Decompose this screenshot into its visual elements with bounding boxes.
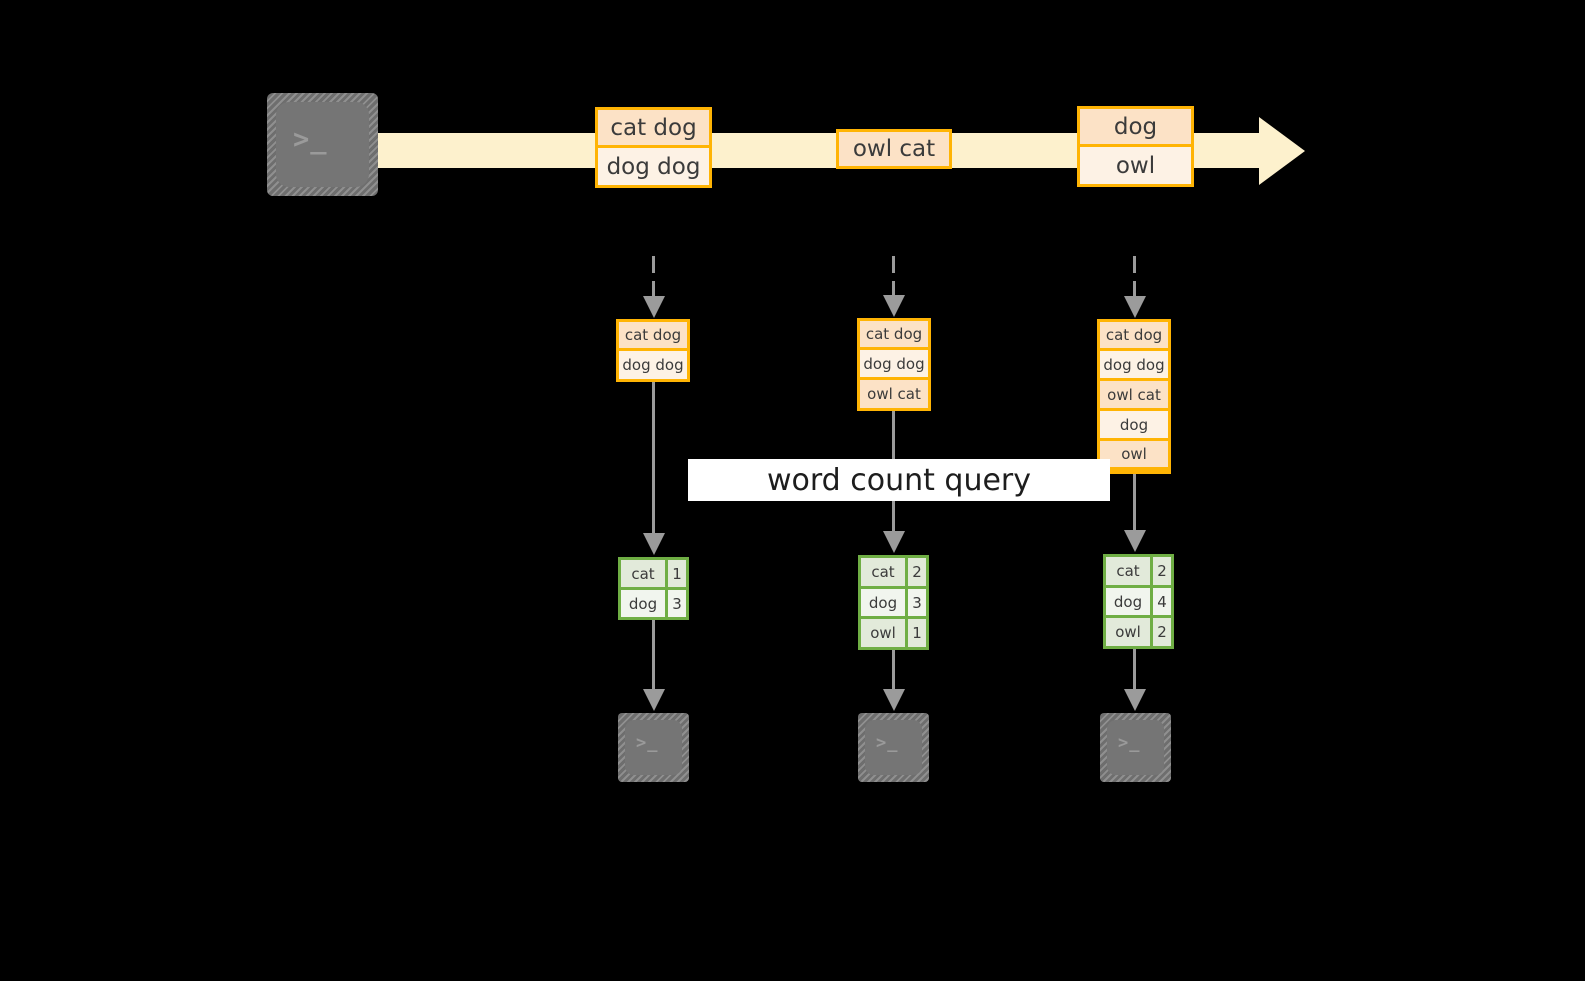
stream-to-snapshot-1-arrowhead — [643, 296, 665, 318]
result-word: owl — [1106, 618, 1150, 647]
stream-record-2[interactable]: owl cat — [836, 129, 952, 169]
result-row: cat 2 — [1106, 557, 1171, 585]
snapshot-row: owl cat — [860, 380, 928, 408]
result-count: 2 — [1153, 557, 1171, 585]
snapshot-row: cat dog — [1100, 322, 1168, 348]
terminal-prompt-glyph: >_ — [636, 733, 659, 753]
snapshot-1-table[interactable]: cat dog dog dog — [616, 319, 690, 382]
result-count: 2 — [1153, 618, 1171, 647]
stream-to-snapshot-2-arrowhead — [883, 295, 905, 317]
result-count: 1 — [668, 560, 686, 587]
sink-terminal-1-screen: >_ — [625, 720, 682, 775]
stream-to-snapshot-1-line — [652, 256, 655, 298]
query-label: word count query — [688, 459, 1110, 501]
snapshot-3-to-result-3-arrowhead — [1124, 530, 1146, 552]
snapshot-1-to-result-1-line — [652, 382, 655, 534]
result-3-to-sink-3-line — [1133, 649, 1136, 690]
result-word: owl — [861, 619, 905, 648]
snapshot-row: dog dog — [1100, 351, 1168, 378]
result-2-to-sink-2-arrowhead — [883, 689, 905, 711]
stream-arrowhead — [1259, 117, 1305, 185]
result-count: 4 — [1153, 587, 1171, 616]
terminal-prompt-glyph: >_ — [1118, 733, 1141, 753]
result-row: owl 2 — [1106, 618, 1171, 647]
result-word: cat — [621, 560, 665, 587]
result-count: 3 — [908, 588, 926, 617]
result-word: cat — [861, 558, 905, 586]
snapshot-row: owl — [1100, 441, 1168, 467]
result-word: dog — [1106, 587, 1150, 616]
snapshot-row: dog dog — [619, 351, 687, 379]
result-1-to-sink-1-line — [652, 620, 655, 690]
result-count: 3 — [668, 590, 686, 617]
result-3-table[interactable]: cat 2 dog 4 owl 2 — [1103, 554, 1174, 649]
snapshot-2-to-result-2-arrowhead — [883, 531, 905, 553]
source-terminal-icon[interactable]: >_ — [267, 93, 378, 196]
terminal-prompt-glyph: >_ — [293, 124, 328, 155]
result-2-to-sink-2-line — [892, 650, 895, 690]
snapshot-row: dog dog — [860, 350, 928, 377]
result-word: dog — [621, 590, 665, 617]
sink-terminal-2-screen: >_ — [865, 720, 922, 775]
snapshot-row: cat dog — [860, 321, 928, 347]
source-terminal-screen: >_ — [276, 102, 369, 187]
result-row: dog 4 — [1106, 587, 1171, 616]
result-row: dog 3 — [861, 588, 926, 617]
result-word: cat — [1106, 557, 1150, 585]
stream-record-line: dog dog — [598, 148, 709, 185]
snapshot-row: cat dog — [619, 322, 687, 348]
stream-record-line: owl cat — [839, 132, 949, 166]
stream-record-line: owl — [1080, 147, 1191, 184]
sink-terminal-2-icon[interactable]: >_ — [858, 713, 929, 782]
stream-record-1[interactable]: cat dog dog dog — [595, 107, 712, 188]
snapshot-3-table[interactable]: cat dog dog dog owl cat dog owl — [1097, 319, 1171, 474]
result-word: dog — [861, 588, 905, 617]
snapshot-1-to-result-1-arrowhead — [643, 533, 665, 555]
sink-terminal-3-icon[interactable]: >_ — [1100, 713, 1171, 782]
stream-to-snapshot-2-line — [892, 256, 895, 298]
result-3-to-sink-3-arrowhead — [1124, 689, 1146, 711]
sink-terminal-1-icon[interactable]: >_ — [618, 713, 689, 782]
snapshot-2-table[interactable]: cat dog dog dog owl cat — [857, 318, 931, 411]
result-row: dog 3 — [621, 590, 686, 617]
stream-record-line: dog — [1080, 109, 1191, 144]
terminal-prompt-glyph: >_ — [876, 733, 899, 753]
snapshot-row: owl cat — [1100, 381, 1168, 408]
result-1-to-sink-1-arrowhead — [643, 689, 665, 711]
result-row: cat 1 — [621, 560, 686, 587]
result-count: 2 — [908, 558, 926, 586]
stream-to-snapshot-3-line — [1133, 256, 1136, 298]
result-2-table[interactable]: cat 2 dog 3 owl 1 — [858, 555, 929, 650]
stream-record-3[interactable]: dog owl — [1077, 106, 1194, 187]
snapshot-3-to-result-3-line — [1133, 474, 1136, 532]
stream-to-snapshot-3-arrowhead — [1124, 296, 1146, 318]
sink-terminal-3-screen: >_ — [1107, 720, 1164, 775]
stream-record-line: cat dog — [598, 110, 709, 145]
result-1-table[interactable]: cat 1 dog 3 — [618, 557, 689, 620]
result-count: 1 — [908, 619, 926, 648]
snapshot-row: dog — [1100, 411, 1168, 438]
result-row: cat 2 — [861, 558, 926, 586]
result-row: owl 1 — [861, 619, 926, 648]
